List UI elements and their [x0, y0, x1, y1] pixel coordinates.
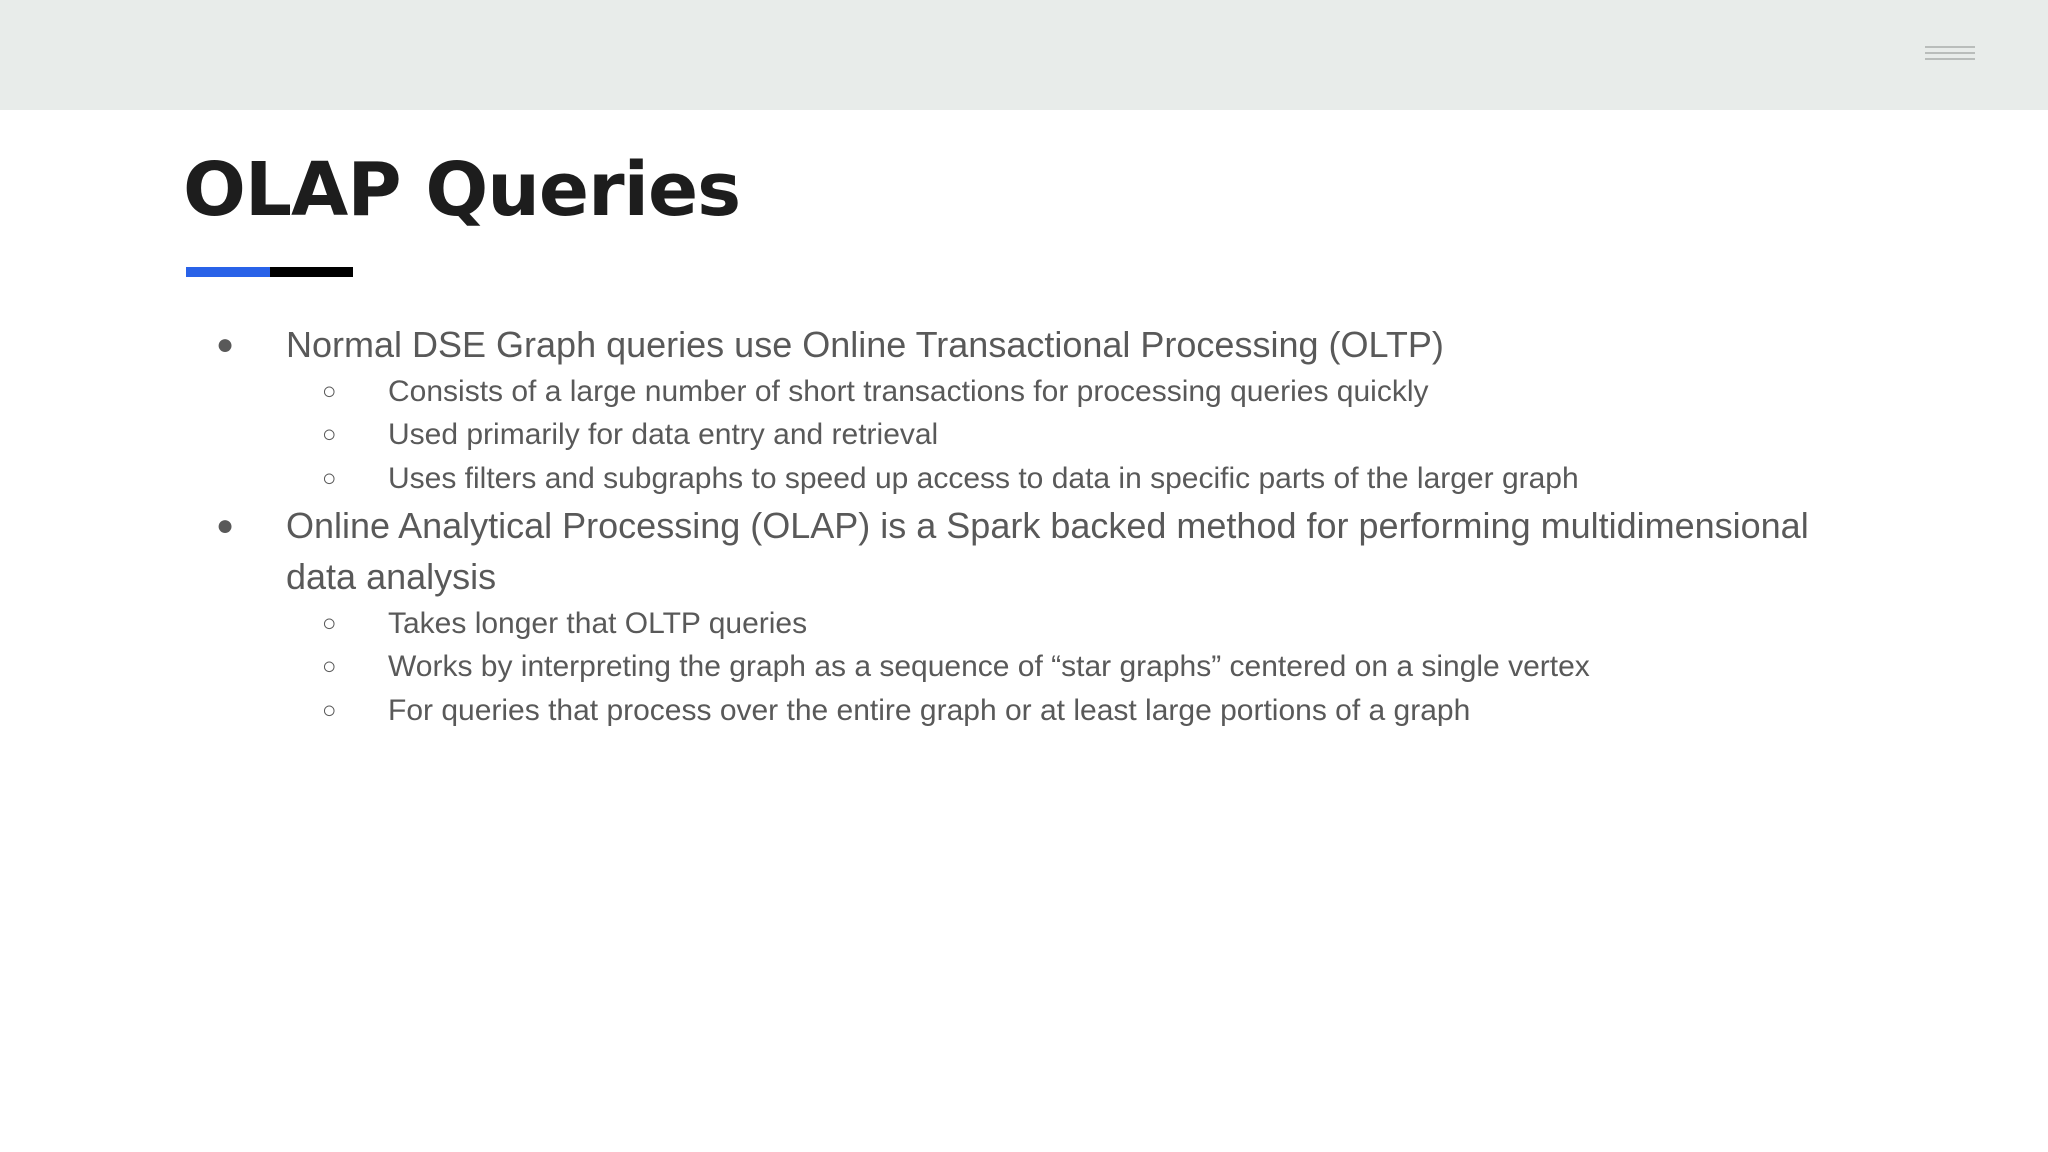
sub-bullet-text: Takes longer that OLTP queries: [388, 607, 808, 640]
slide-title: OLAP Queries: [183, 147, 741, 233]
accent-bar-blue: [186, 267, 270, 277]
bullet-circle-icon: ○: [322, 697, 337, 724]
sub-bullet-text: Consists of a large number of short tran…: [388, 375, 1429, 408]
bullet-circle-icon: ○: [322, 421, 337, 448]
sub-bullet-item: ○ Works by interpreting the graph as a s…: [322, 645, 1590, 689]
sub-bullet-item: ○ For queries that process over the enti…: [322, 689, 1471, 733]
sub-bullet-text: Uses filters and subgraphs to speed up a…: [388, 462, 1579, 495]
bullet-item: ● Normal DSE Graph queries use Online Tr…: [216, 319, 1444, 371]
bullet-dot-icon: ●: [216, 509, 235, 542]
accent-bar-black: [270, 267, 353, 277]
bullet-text-line-2: data analysis: [286, 556, 497, 597]
bullet-dot-icon: ●: [216, 328, 235, 361]
bullet-text-line-1: Online Analytical Processing (OLAP) is a…: [286, 505, 1809, 546]
sub-bullet-item: ○ Uses filters and subgraphs to speed up…: [322, 457, 1579, 501]
bullet-circle-icon: ○: [322, 378, 337, 405]
sub-bullet-text: Used primarily for data entry and retrie…: [388, 418, 939, 451]
bullet-circle-icon: ○: [322, 653, 337, 680]
menu-line: [1925, 46, 1975, 48]
sub-bullet-text: Works by interpreting the graph as a seq…: [388, 650, 1590, 683]
sub-bullet-item: ○ Takes longer that OLTP queries: [322, 602, 808, 646]
header-band: [0, 0, 2048, 110]
bullet-circle-icon: ○: [322, 465, 337, 492]
sub-bullet-text: For queries that process over the entire…: [388, 694, 1471, 727]
menu-line: [1925, 52, 1975, 54]
menu-line: [1925, 58, 1975, 60]
title-accent-bar: [186, 267, 353, 277]
bullet-item-continuation: data analysis: [286, 551, 496, 603]
sub-bullet-item: ○ Consists of a large number of short tr…: [322, 370, 1429, 414]
sub-bullet-item: ○ Used primarily for data entry and retr…: [322, 413, 939, 457]
hamburger-menu-icon[interactable]: [1925, 46, 1975, 66]
bullet-circle-icon: ○: [322, 610, 337, 637]
bullet-text: Normal DSE Graph queries use Online Tran…: [286, 324, 1444, 365]
bullet-item: ● Online Analytical Processing (OLAP) is…: [216, 500, 1809, 552]
